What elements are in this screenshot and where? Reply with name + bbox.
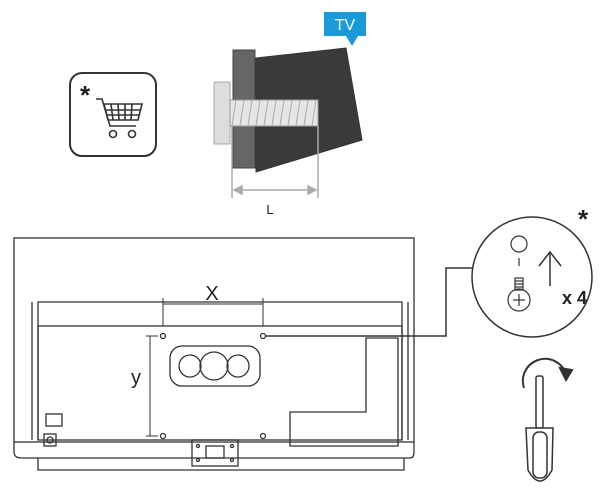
- accessory-box: *: [69, 72, 157, 157]
- optional-marker: *: [578, 204, 589, 234]
- length-label: L: [266, 202, 273, 217]
- connector-panel: [289, 337, 399, 447]
- mount-hole-bottom-left: [159, 432, 167, 440]
- stand-bracket: [191, 439, 239, 467]
- callout-line: [266, 267, 480, 337]
- tv-back-inner-panel: [37, 301, 403, 440]
- quantity-label: x 4: [562, 288, 587, 308]
- y-dimension: [146, 335, 158, 437]
- x-dimension: [162, 298, 264, 326]
- up-arrow-icon: [538, 250, 562, 286]
- x-label: X: [205, 283, 218, 305]
- screw-length-detail: TV L: [213, 12, 366, 217]
- length-dimension: [231, 126, 319, 198]
- optional-marker: *: [80, 80, 91, 110]
- tv-back-view: [13, 237, 415, 471]
- speaker-module: [169, 345, 261, 387]
- shopping-cart-icon: [96, 98, 144, 139]
- washer: [213, 81, 231, 145]
- y-label: y: [131, 367, 141, 389]
- tv-badge: TV: [324, 12, 366, 46]
- mount-hole: [510, 235, 528, 253]
- screw-shaft: [229, 99, 319, 127]
- screwdriver-icon: [525, 375, 554, 482]
- tv-badge-label: TV: [335, 17, 356, 34]
- mount-hole-bottom-right: [259, 432, 267, 440]
- rotate-arrow-icon: [521, 357, 574, 389]
- tv-back-outer: [13, 237, 415, 443]
- screw-icon: [507, 277, 531, 312]
- mount-hole-top-right: [259, 332, 267, 340]
- port: [43, 433, 57, 447]
- port: [45, 413, 63, 427]
- mount-hole-top-left: [159, 332, 167, 340]
- screw-detail-callout: * x 4: [471, 204, 593, 338]
